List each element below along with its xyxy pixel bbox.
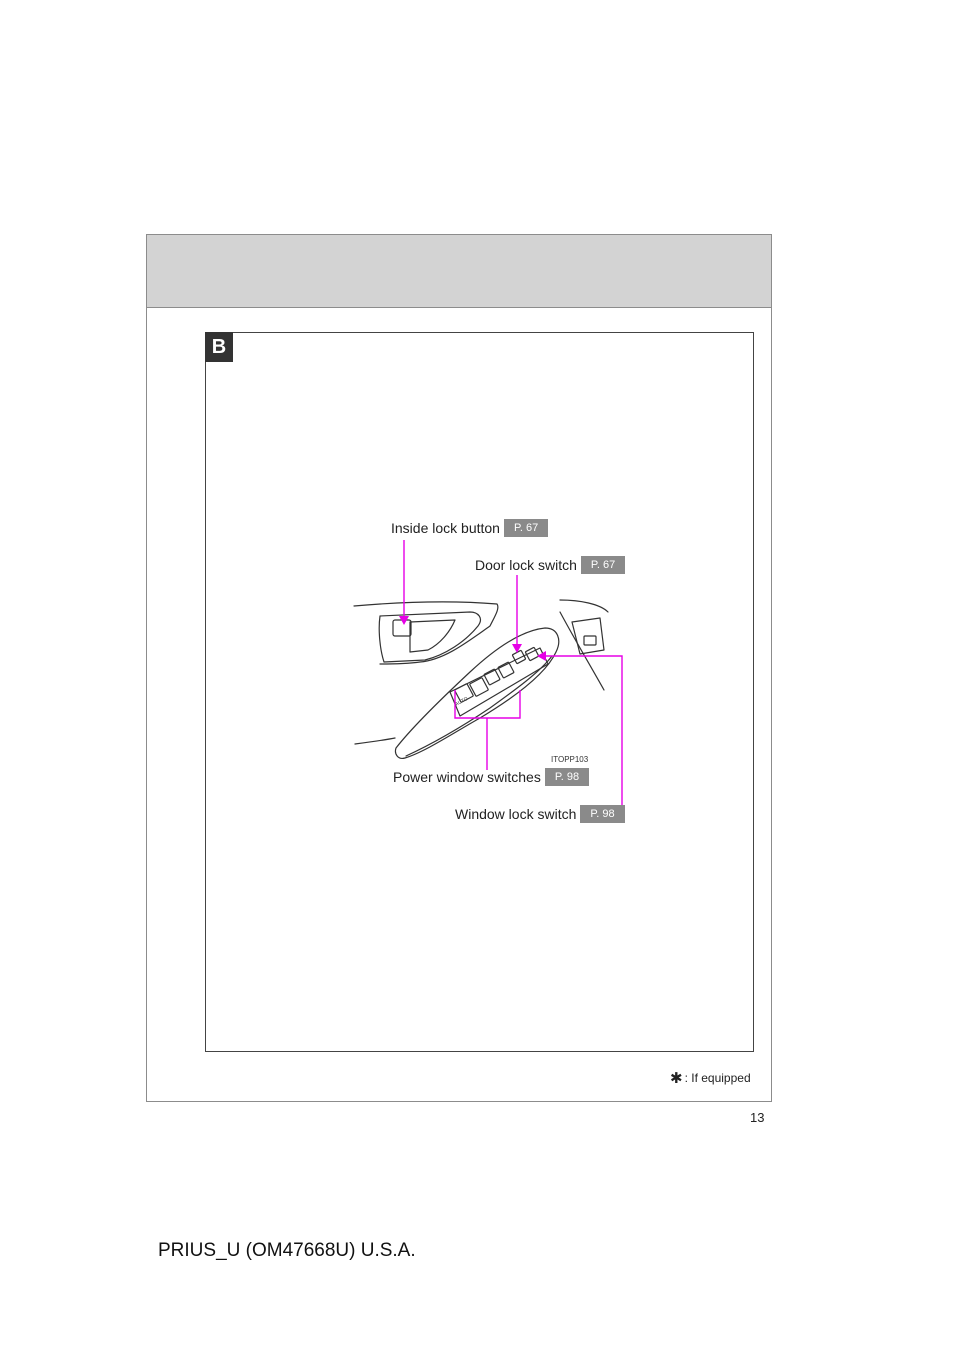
page-ref-badge[interactable]: P. 67 bbox=[503, 519, 549, 537]
callout-label: Inside lock button bbox=[391, 520, 500, 536]
mirror-switch bbox=[583, 635, 597, 646]
section-tab: B bbox=[205, 332, 233, 362]
callout-door-lock-switch: Door lock switch P. 67 bbox=[475, 556, 626, 574]
window-switch-2 bbox=[469, 677, 489, 697]
arrow-window-lock bbox=[537, 651, 546, 661]
callout-window-lock-switch: Window lock switch P. 98 bbox=[455, 805, 625, 823]
window-switch-1 bbox=[454, 683, 474, 703]
callout-label: Power window switches bbox=[393, 769, 541, 785]
page-ref-badge[interactable]: P. 98 bbox=[580, 805, 625, 823]
page-ref-badge[interactable]: P. 98 bbox=[544, 768, 590, 786]
handle-recess bbox=[378, 611, 482, 663]
asterisk-icon: ✱ bbox=[670, 1070, 683, 1087]
window-switch-3 bbox=[483, 668, 501, 686]
header-band bbox=[146, 234, 772, 308]
armrest-body bbox=[394, 627, 560, 759]
auto-label: AUTO bbox=[454, 696, 469, 708]
window-lock-switch-shape bbox=[524, 646, 540, 662]
callout-inside-lock-button: Inside lock button P. 67 bbox=[391, 519, 549, 537]
right-door-edge bbox=[559, 599, 609, 691]
page-number: 13 bbox=[750, 1110, 765, 1125]
page-ref-badge[interactable]: P. 67 bbox=[580, 556, 626, 574]
mirror-panel bbox=[571, 617, 605, 655]
door-lock-switch-shape bbox=[511, 649, 527, 665]
callout-label: Window lock switch bbox=[455, 806, 577, 822]
arrow-inside-lock bbox=[399, 616, 409, 625]
callout-power-window-switches: Power window switches P. 98 bbox=[393, 768, 590, 786]
footnote: ✱ : If equipped bbox=[670, 1069, 751, 1087]
inside-lock-knob bbox=[392, 619, 412, 637]
callout-label: Door lock switch bbox=[475, 557, 577, 573]
figure-id: ITOPP103 bbox=[551, 755, 589, 764]
armrest-edge bbox=[405, 655, 553, 757]
arrow-door-lock bbox=[512, 644, 522, 653]
handle-inner bbox=[409, 619, 456, 653]
window-switch-4 bbox=[497, 661, 515, 679]
leader-window-lock bbox=[540, 655, 623, 806]
door-trim-lower bbox=[354, 737, 396, 745]
figure-box bbox=[205, 332, 754, 1052]
door-trim-upper bbox=[353, 601, 499, 665]
switch-panel bbox=[449, 647, 549, 717]
footnote-text: : If equipped bbox=[684, 1071, 751, 1085]
document-id: PRIUS_U (OM47668U) U.S.A. bbox=[158, 1240, 416, 1261]
